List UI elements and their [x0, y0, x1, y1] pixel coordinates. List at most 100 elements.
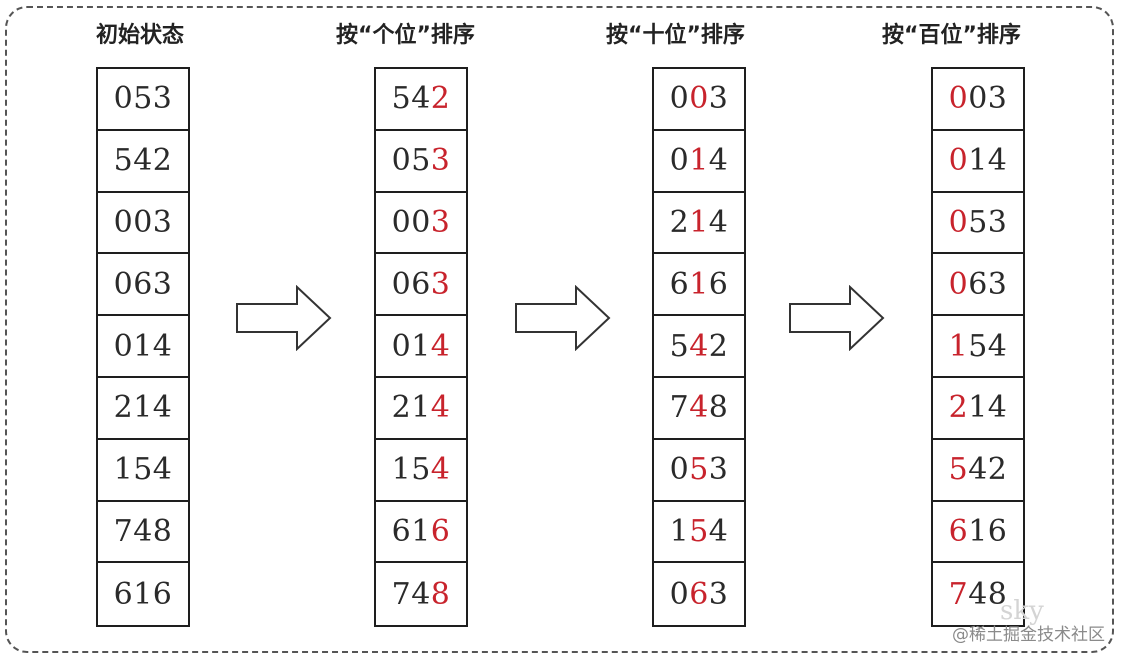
digit: 0 — [113, 204, 134, 240]
digit: 5 — [113, 143, 134, 179]
digit: 6 — [113, 576, 134, 612]
digit: 4 — [968, 576, 988, 612]
site-watermark: @稀土掘金技术社区 — [952, 625, 1105, 645]
digit: 4 — [152, 390, 173, 426]
highlighted-digit: 0 — [689, 81, 709, 117]
digit: 1 — [133, 576, 153, 612]
highlighted-digit: 4 — [430, 390, 451, 426]
digit: 2 — [152, 143, 173, 179]
digit: 5 — [133, 81, 153, 117]
highlighted-digit: 4 — [430, 452, 451, 488]
digit: 6 — [391, 513, 412, 549]
highlighted-digit: 6 — [689, 576, 709, 612]
highlighted-digit: 0 — [948, 266, 969, 302]
digit: 0 — [113, 266, 134, 302]
digit: 1 — [411, 390, 431, 426]
right-arrow-icon — [789, 285, 885, 351]
highlighted-digit: 8 — [430, 576, 451, 612]
digit: 8 — [708, 390, 729, 426]
column-title-ones: 按“个位”排序 — [336, 23, 475, 48]
digit: 3 — [987, 81, 1008, 117]
highlighted-digit: 0 — [948, 204, 969, 240]
highlighted-digit: 5 — [689, 513, 709, 549]
digit: 6 — [987, 513, 1008, 549]
right-arrow-icon — [515, 285, 611, 351]
highlighted-digit: 4 — [689, 328, 709, 364]
digit: 6 — [152, 576, 173, 612]
digit: 0 — [669, 576, 690, 612]
digit: 5 — [133, 452, 153, 488]
digit: 0 — [669, 81, 690, 117]
digit: 3 — [987, 204, 1008, 240]
digit: 0 — [411, 204, 431, 240]
digit: 7 — [669, 390, 690, 426]
dashed-frame — [5, 6, 1114, 653]
digit: 5 — [411, 143, 431, 179]
digit: 1 — [133, 390, 153, 426]
highlighted-digit: 2 — [948, 390, 969, 426]
highlighted-digit: 1 — [948, 328, 969, 364]
digit: 1 — [113, 452, 134, 488]
digit: 4 — [987, 143, 1008, 179]
highlighted-digit: 1 — [689, 266, 709, 302]
digit: 1 — [968, 390, 988, 426]
digit: 4 — [411, 576, 431, 612]
digit: 0 — [391, 328, 412, 364]
digit: 3 — [152, 266, 173, 302]
highlighted-digit: 4 — [689, 390, 709, 426]
digit: 6 — [411, 266, 431, 302]
digit: 1 — [411, 328, 431, 364]
digit: 4 — [987, 390, 1008, 426]
digit: 1 — [669, 513, 690, 549]
digit: 8 — [987, 576, 1008, 612]
column-title-hundreds: 按“百位”排序 — [882, 23, 1021, 48]
digit: 0 — [133, 204, 153, 240]
digit: 3 — [708, 452, 729, 488]
digit: 4 — [152, 328, 173, 364]
highlighted-digit: 3 — [430, 266, 451, 302]
highlighted-digit: 1 — [689, 204, 709, 240]
digit: 2 — [391, 390, 412, 426]
digit: 3 — [708, 81, 729, 117]
digit: 2 — [987, 452, 1008, 488]
highlighted-digit: 3 — [430, 143, 451, 179]
digit: 1 — [391, 452, 412, 488]
digit: 1 — [968, 143, 988, 179]
digit: 4 — [708, 143, 729, 179]
highlighted-digit: 0 — [948, 81, 969, 117]
highlighted-digit: 2 — [430, 81, 451, 117]
highlighted-digit: 0 — [948, 143, 969, 179]
digit: 4 — [708, 204, 729, 240]
column-title-tens: 按“十位”排序 — [606, 23, 745, 48]
signature-watermark: sky — [1000, 596, 1044, 626]
highlighted-digit: 7 — [948, 576, 969, 612]
digit: 4 — [133, 513, 153, 549]
digit: 5 — [968, 328, 988, 364]
digit: 4 — [708, 513, 729, 549]
digit: 3 — [987, 266, 1008, 302]
digit: 6 — [133, 266, 153, 302]
digit: 0 — [968, 81, 988, 117]
highlighted-digit: 5 — [948, 452, 969, 488]
